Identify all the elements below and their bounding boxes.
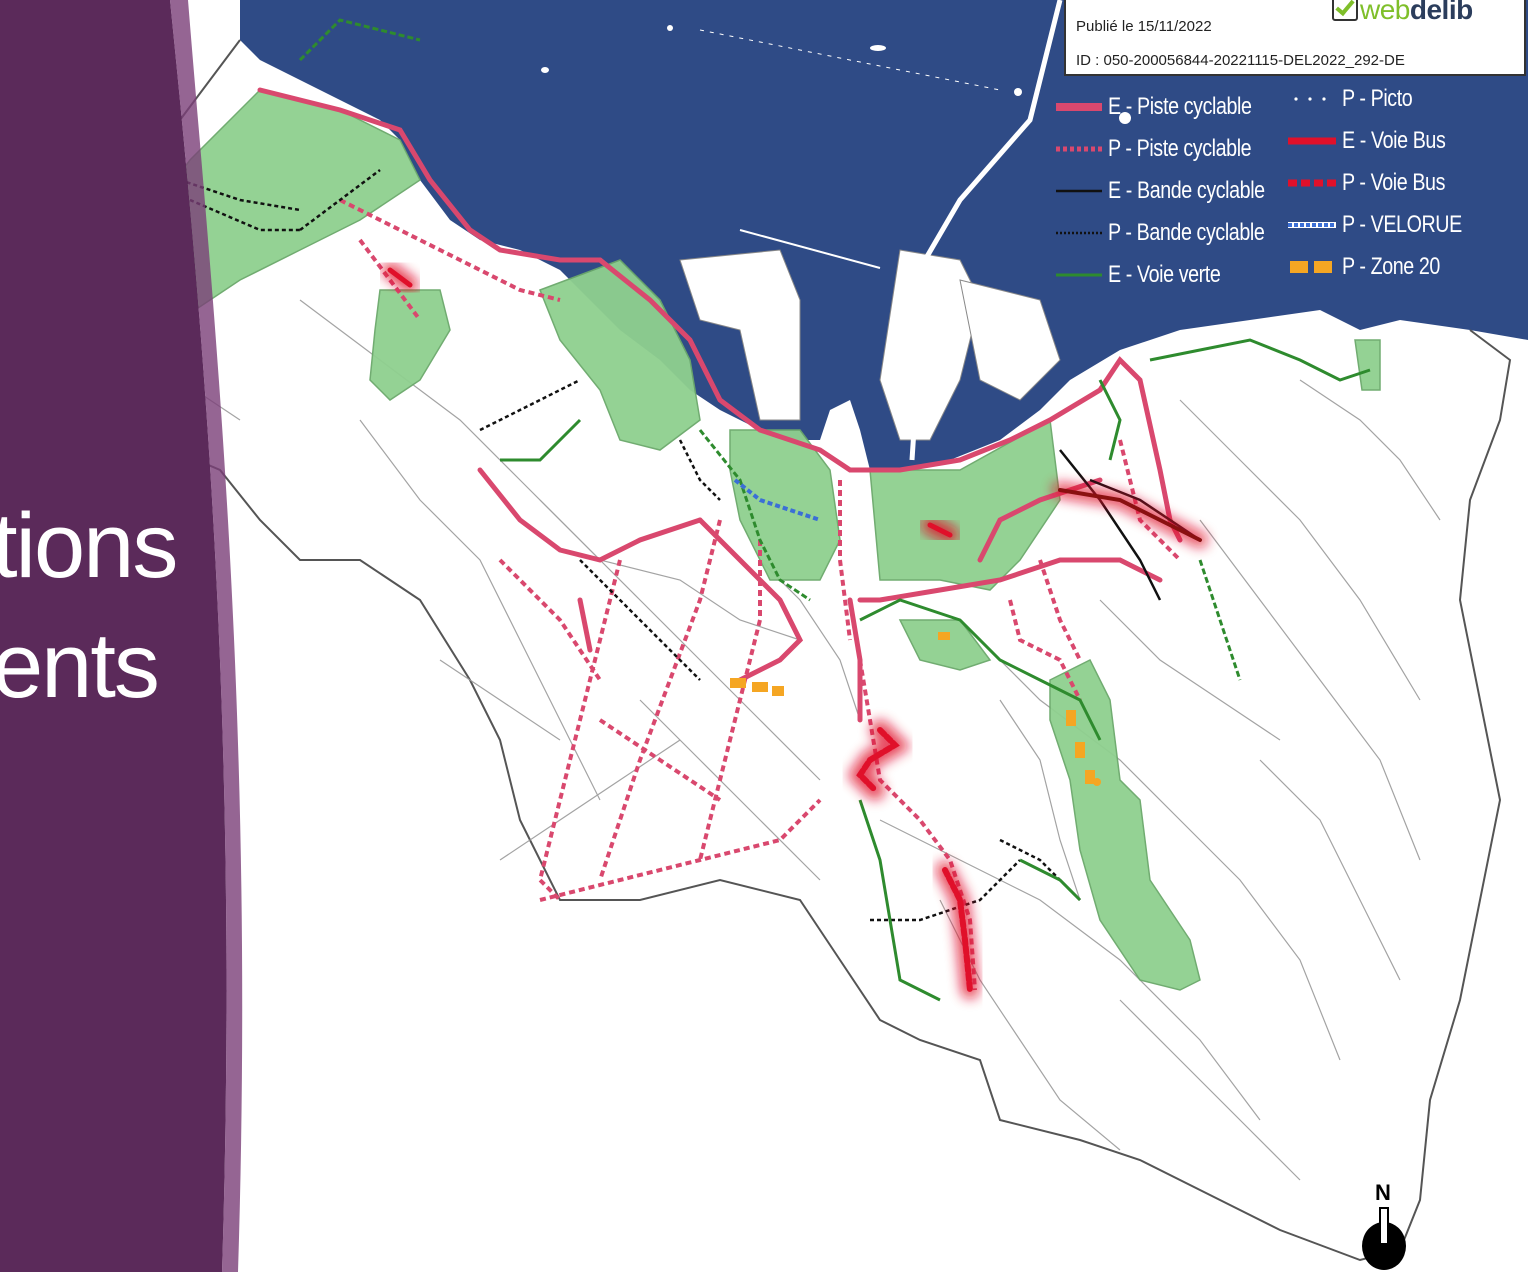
north-label: N (1375, 1180, 1391, 1205)
legend-item-e-voie-bus: E - Voie Bus (1288, 124, 1468, 158)
bande-cyclable (179, 169, 1201, 922)
legend-item-e-piste-cyclable: E - Piste cyclable (1056, 90, 1283, 124)
legend-swatch-red-solid (1288, 137, 1336, 145)
legend-swatch-blue-dashed (1288, 222, 1336, 228)
islands (541, 25, 1131, 124)
slide-title-line-1: tions (0, 495, 178, 597)
map-legend: E - Piste cyclable P - Piste cyclable E … (1056, 82, 1526, 302)
legend-item-p-picto: P - Picto (1288, 82, 1428, 116)
velorue (733, 478, 821, 522)
port-pier (959, 279, 1061, 401)
legend-item-e-bande-cyclable: E - Bande cyclable (1056, 174, 1299, 208)
published-date: Publié le 15/11/2022 (1076, 18, 1212, 35)
sea-area (240, 0, 1528, 470)
voie-verte (298, 18, 1371, 1002)
legend-swatch-white-dots (1294, 97, 1326, 101)
legend-item-p-velorue: P - VELORUE (1288, 208, 1488, 242)
checkbox-icon (1332, 0, 1358, 21)
zone-20 (730, 632, 1101, 786)
slide-side-panel: tions ents (0, 0, 250, 1272)
publication-stamp: webdelib Publié le 15/11/2022 ID : 050-2… (1064, 0, 1526, 76)
slide-panel-shape (0, 0, 243, 1272)
legend-swatch-thick-pink (1056, 103, 1102, 111)
legend-item-p-bande-cyclable: P - Bande cyclable (1056, 216, 1299, 250)
legend-item-p-voie-bus: P - Voie Bus (1288, 166, 1468, 200)
legend-swatch-dashed-pink (1056, 146, 1102, 152)
document-id: ID : 050-200056844-20221115-DEL2022_292-… (1076, 52, 1405, 69)
legend-swatch-red-dashed (1288, 179, 1336, 187)
port-pier (879, 249, 981, 441)
legend-swatch-green-solid (1056, 273, 1102, 277)
voie-bus (382, 262, 1208, 999)
dike (909, 0, 1063, 461)
port-pier (679, 249, 801, 421)
north-arrow-icon (1362, 1207, 1406, 1270)
legend-item-p-zone-20: P - Zone 20 (1288, 250, 1461, 284)
piste-cyclable-projected (339, 198, 1182, 991)
webdelib-logo: webdelib (1332, 0, 1473, 26)
legend-swatch-black-dotted (1056, 231, 1102, 235)
legend-item-e-voie-verte: E - Voie verte (1056, 258, 1245, 292)
legend-swatch-black-solid (1056, 189, 1102, 193)
slide-title-line-2: ents (0, 615, 160, 717)
legend-swatch-orange-blocks (1290, 261, 1332, 273)
legend-item-p-piste-cyclable: P - Piste cyclable (1056, 132, 1283, 166)
